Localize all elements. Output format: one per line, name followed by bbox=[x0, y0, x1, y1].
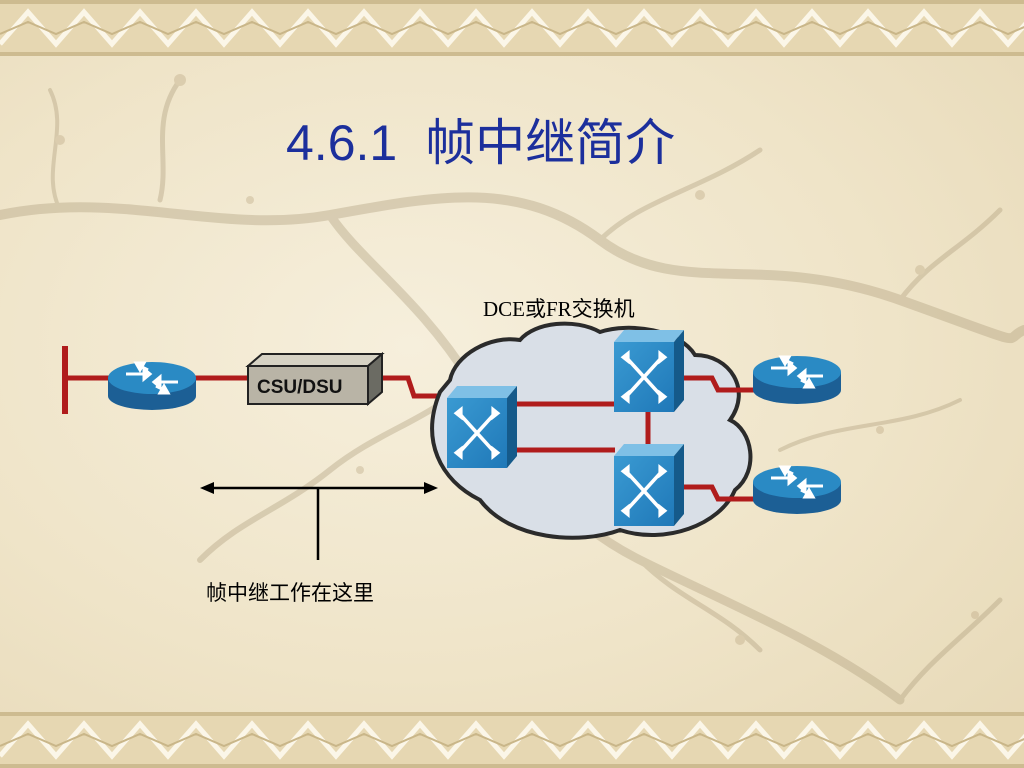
bottom-border-band bbox=[0, 712, 1024, 768]
frame-relay-switch-icon bbox=[614, 330, 684, 412]
slide-title: 4.6.1 帧中继简介 bbox=[286, 118, 675, 168]
router-icon bbox=[108, 361, 196, 410]
inner-switch-links bbox=[515, 401, 651, 453]
annotation-arrow bbox=[200, 482, 438, 560]
csu-dsu-box bbox=[245, 351, 385, 407]
serial-link-csu-switch bbox=[378, 375, 442, 399]
top-border-band bbox=[0, 0, 1024, 56]
lan-segment bbox=[62, 346, 110, 414]
router-icon bbox=[753, 355, 841, 404]
dce-switch-label: DCE或FR交换机 bbox=[483, 297, 635, 321]
csu-dsu-label: CSU/DSU bbox=[257, 377, 343, 398]
router-icon bbox=[753, 465, 841, 514]
title-number: 4.6.1 bbox=[286, 115, 398, 171]
frame-relay-switch-icon bbox=[447, 386, 517, 468]
frame-relay-switch-icon bbox=[614, 444, 684, 526]
frame-relay-annotation: 帧中继工作在这里 bbox=[206, 581, 374, 605]
title-text: 帧中继简介 bbox=[425, 115, 676, 171]
serial-link-switch-router2 bbox=[680, 375, 757, 393]
serial-link-switch-router3 bbox=[680, 484, 757, 502]
